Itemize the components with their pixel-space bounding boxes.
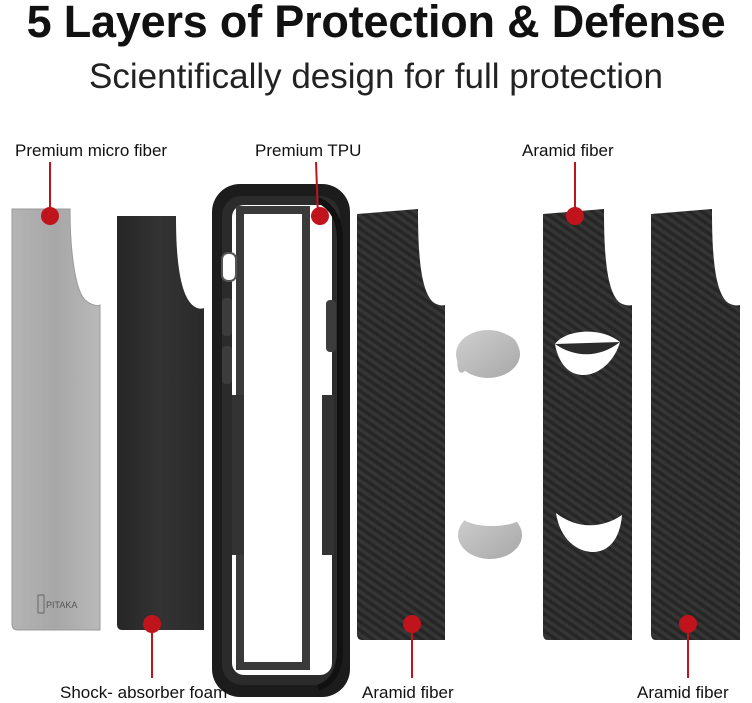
label-micro-fiber: Premium micro fiber	[15, 141, 168, 160]
aramid-layer-1	[357, 209, 445, 640]
brand-mark: PITAKA	[46, 600, 77, 610]
marker-aramid-bottom-2-icon	[679, 615, 697, 633]
connector-tpu	[315, 161, 319, 217]
page-subtitle: Scientifically design for full protectio…	[89, 57, 663, 96]
label-aramid-top: Aramid fiber	[522, 141, 614, 160]
marker-aramid-top-icon	[566, 207, 584, 225]
label-foam: Shock- absorber foam	[60, 683, 228, 702]
aramid-cutout-bottom	[556, 513, 622, 552]
tpu-frame	[212, 184, 350, 697]
magnet-puck-top-body	[456, 330, 520, 378]
label-tpu: Premium TPU	[255, 141, 362, 160]
marker-aramid-bottom-1-icon	[403, 615, 421, 633]
aramid-layer-2	[543, 209, 632, 640]
page-title: 5 Layers of Protection & Defense	[26, 0, 726, 47]
aramid-layer-3	[651, 209, 740, 640]
pitaka-logo-icon	[37, 594, 45, 614]
label-aramid-bottom-1: Aramid fiber	[362, 683, 454, 702]
marker-micro-fiber-icon	[41, 207, 59, 225]
label-aramid-bottom-2: Aramid fiber	[637, 683, 729, 702]
marker-tpu-icon	[311, 207, 329, 225]
micro-fiber-layer	[11, 208, 101, 631]
marker-foam-icon	[143, 615, 161, 633]
foam-layer	[117, 216, 204, 630]
